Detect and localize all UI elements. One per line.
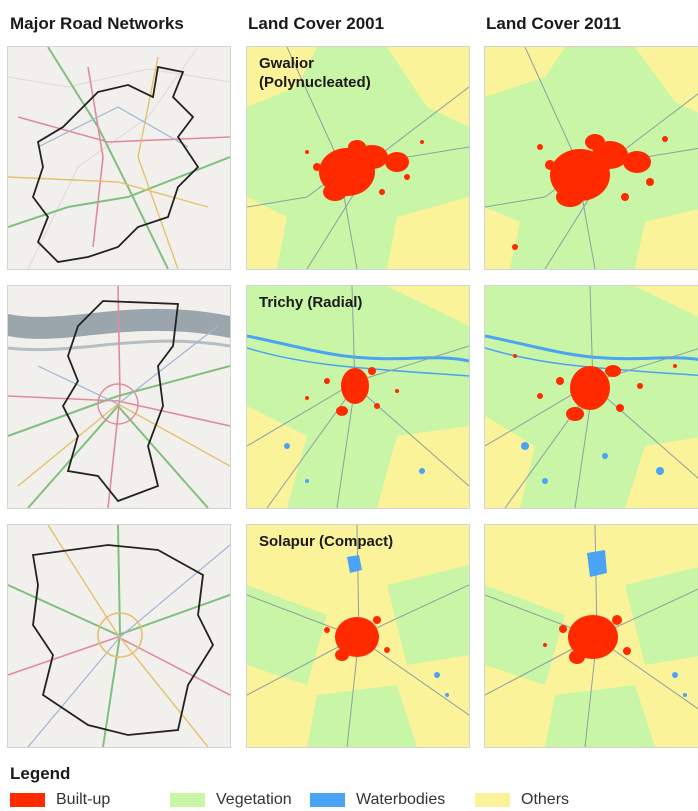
gwalior-label-line2: (Polynucleated) [259,73,371,91]
legend-swatch-built-up [10,793,45,807]
gwalior-land-cover-2001: Gwalior (Polynucleated) [247,47,469,269]
legend-label-built-up: Built-up [56,791,111,808]
legend-title: Legend [10,764,71,783]
trichy-land-cover-2011 [485,286,698,508]
solapur-label-line1: Solapur (Compact) [259,533,394,550]
header-major-road-networks: Major Road Networks [10,14,184,33]
gwalior-road-map [8,47,230,269]
trichy-land-cover-2001: Trichy (Radial) [247,286,469,508]
header-land-cover-2001: Land Cover 2001 [248,14,385,33]
gwalior-land-cover-2011 [485,47,698,269]
legend: Built-up Vegetation Waterbodies Others [10,791,690,809]
legend-swatch-vegetation [170,793,205,807]
trichy-road-map [8,286,230,508]
gwalior-label-line1: Gwalior [259,55,315,72]
solapur-land-cover-2011 [485,525,698,747]
solapur-label: Solapur (Compact) [259,533,459,552]
header-land-cover-2011: Land Cover 2011 [486,14,622,33]
solapur-land-cover-2001: Solapur (Compact) [247,525,469,747]
legend-swatch-waterbodies [310,793,345,807]
solapur-road-map [8,525,230,747]
trichy-label: Trichy (Radial) [259,294,459,313]
trichy-label-line1: Trichy (Radial) [259,294,363,311]
legend-label-others: Others [521,791,570,808]
legend-label-vegetation: Vegetation [216,791,292,808]
gwalior-label: Gwalior (Polynucleated) [259,55,459,93]
legend-label-waterbodies: Waterbodies [356,791,446,808]
legend-swatch-others [475,793,510,807]
